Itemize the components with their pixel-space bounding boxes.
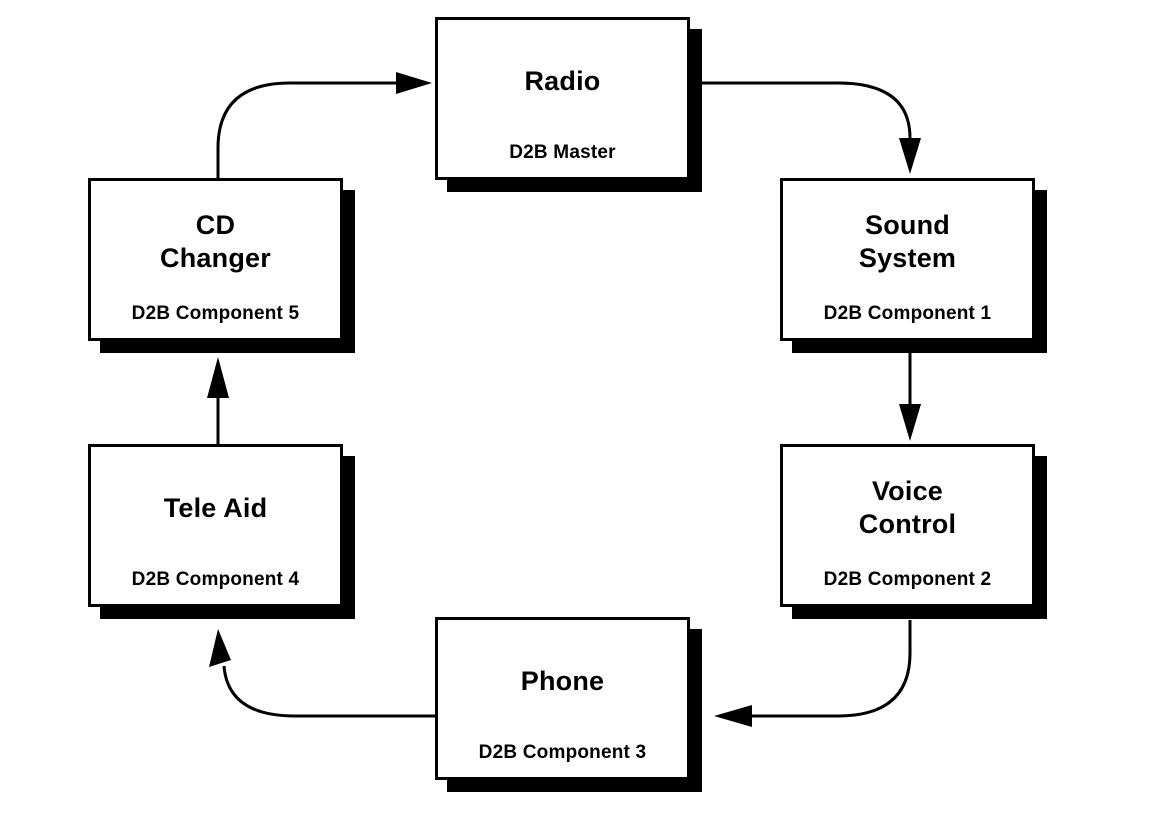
arrow-cd-changer-to-radio [216, 81, 396, 179]
node-sound-system-subtitle: D2B Component 1 [823, 303, 992, 324]
arrow-phone-to-tele-aid [222, 665, 435, 718]
arrowhead-voice-control-to-phone [714, 705, 752, 727]
node-radio: Radio D2B Master [435, 17, 690, 180]
node-radio-title: Radio [524, 65, 601, 96]
node-tele-aid: Tele Aid D2B Component 4 [88, 444, 343, 607]
arrowhead-radio-to-sound-system [899, 138, 921, 174]
node-voice-control: Voice Control D2B Component 2 [780, 444, 1035, 607]
arrow-voice-control-to-phone [752, 620, 912, 718]
node-radio-subtitle: D2B Master [509, 142, 616, 163]
node-voice-control-title: Voice Control [858, 476, 957, 539]
node-voice-control-subtitle: D2B Component 2 [823, 569, 992, 590]
arrowhead-tele-aid-to-cd-changer [207, 357, 229, 398]
arrow-radio-to-sound-system [691, 81, 912, 139]
arrowhead-sound-system-to-voice-control [899, 404, 921, 441]
node-cd-changer-title: CD Changer [160, 210, 271, 273]
node-phone: Phone D2B Component 3 [435, 617, 690, 780]
node-tele-aid-title: Tele Aid [163, 492, 268, 523]
node-cd-changer-subtitle: D2B Component 5 [131, 303, 300, 324]
arrowhead-cd-changer-to-radio [396, 72, 432, 94]
node-cd-changer: CD Changer D2B Component 5 [88, 178, 343, 341]
node-phone-title: Phone [520, 665, 605, 696]
node-sound-system-title: Sound System [858, 210, 957, 273]
node-tele-aid-subtitle: D2B Component 4 [131, 569, 300, 590]
node-phone-subtitle: D2B Component 3 [478, 742, 647, 763]
arrowhead-phone-to-tele-aid [209, 629, 231, 667]
node-sound-system: Sound System D2B Component 1 [780, 178, 1035, 341]
